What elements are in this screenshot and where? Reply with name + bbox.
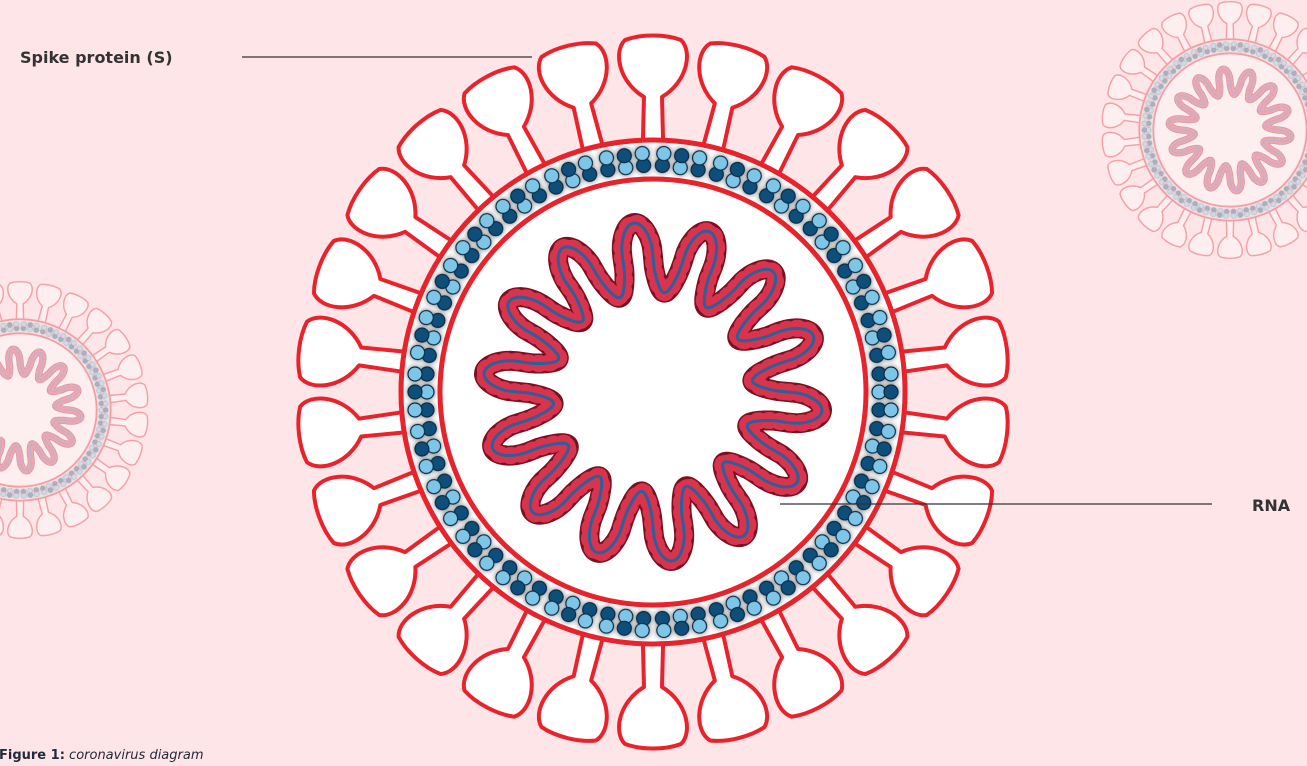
background-virus-left <box>0 282 149 539</box>
bg-left-membrane-protein <box>21 487 40 498</box>
bg-left-protein-bead <box>103 414 108 419</box>
main-membrane-protein <box>655 606 708 638</box>
bg-left-protein-bead <box>103 401 108 406</box>
bg-right-membrane-protein <box>1231 41 1250 52</box>
viral-envelope <box>401 140 905 644</box>
main-membrane-protein <box>599 146 652 178</box>
main-protein-bead <box>884 367 898 381</box>
bg-left-protein-bead <box>103 407 108 412</box>
main-protein-bead <box>408 385 422 399</box>
bg-right-membrane-protein <box>1142 121 1151 139</box>
bg-left-membrane-protein <box>99 401 108 419</box>
main-membrane-protein <box>408 367 434 417</box>
bg-right-membrane-protein <box>1210 207 1229 218</box>
bg-left-membrane-protein <box>0 487 19 498</box>
figure-caption: Figure 1: coronavirus diagram <box>0 748 204 763</box>
bg-left-membrane-protein <box>21 321 40 332</box>
caption-prefix: Figure 1: <box>0 748 65 763</box>
bg-left-membrane-protein <box>0 321 19 332</box>
rna-label: RNA <box>1252 496 1290 515</box>
main-protein-bead <box>884 385 898 399</box>
main-protein-bead <box>408 403 422 417</box>
main-protein-bead <box>884 403 898 417</box>
bg-right-membrane-protein <box>1210 41 1229 52</box>
bg-right-membrane-protein <box>1231 207 1250 218</box>
main-membrane-protein <box>872 367 898 417</box>
spike-protein-label: Spike protein (S) <box>20 48 173 67</box>
main-protein-bead <box>408 367 422 381</box>
bg-right-protein-bead <box>1142 134 1147 139</box>
bg-right-protein-bead <box>1142 127 1147 132</box>
main-membrane-protein <box>599 606 652 638</box>
main-membrane-protein <box>655 146 708 178</box>
caption-text: coronavirus diagram <box>69 748 203 763</box>
bg-right-protein-bead <box>1142 121 1147 126</box>
background-virus-right <box>1101 2 1307 259</box>
